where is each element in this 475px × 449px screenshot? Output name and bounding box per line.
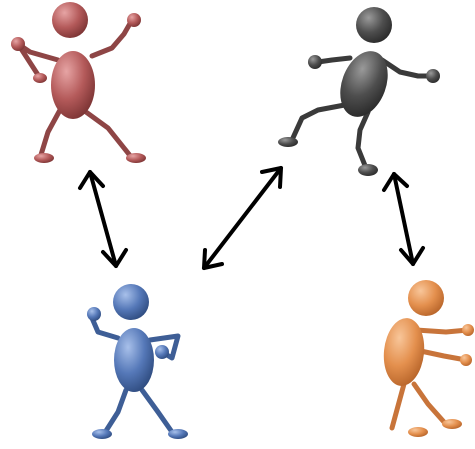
stick-figure-blue [87,284,188,439]
stick-figure-orange [381,280,474,437]
arrow-gray-blue [204,168,281,268]
stick-figure-red [11,2,146,163]
stick-figure-gray [278,7,440,176]
arrow-gray-orange [384,174,423,264]
arrow-red-blue [80,172,126,266]
